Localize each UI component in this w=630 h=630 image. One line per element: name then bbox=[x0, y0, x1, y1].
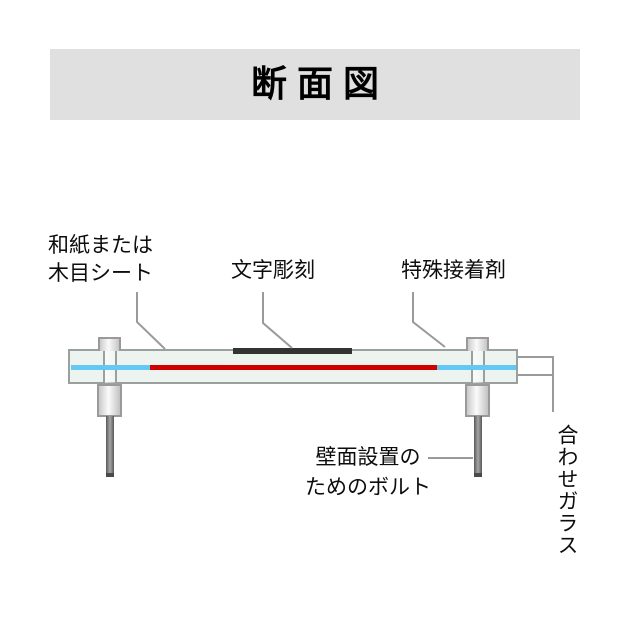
header-band: 断面図 bbox=[50, 49, 580, 120]
figure-title: 断面図 bbox=[250, 63, 389, 105]
leader-line-adhesive bbox=[412, 292, 446, 348]
bolt-left-head bbox=[98, 337, 121, 351]
bolt-right-rod bbox=[474, 416, 482, 477]
bolt-left-cylinder bbox=[97, 384, 122, 417]
label-adhesive: 特殊接着剤 bbox=[401, 258, 506, 282]
label-wall-bolt-line2: ためのボルト bbox=[305, 475, 431, 499]
label-wall-bolt: 壁面設置の ためのボルト bbox=[290, 442, 446, 502]
bolt-left-rod bbox=[106, 416, 114, 477]
label-wall-bolt-line1: 壁面設置の bbox=[315, 445, 421, 469]
label-engraving: 文字彫刻 bbox=[231, 258, 315, 282]
leader-line-engraving bbox=[262, 292, 293, 349]
label-sheet-line2: 木目シート bbox=[48, 261, 153, 285]
bracket-laminated-glass bbox=[518, 356, 554, 412]
bolt-right-cylinder bbox=[465, 384, 490, 417]
leader-line-sheet bbox=[136, 292, 166, 350]
engraving-black-bar bbox=[233, 348, 352, 354]
label-laminated-glass: 合わせガラス bbox=[555, 424, 579, 556]
label-sheet-line1: 和紙または bbox=[48, 233, 153, 257]
bolt-right-head bbox=[466, 337, 489, 351]
label-sheet: 和紙または 木目シート bbox=[48, 231, 153, 287]
adhesive-red-line bbox=[150, 365, 437, 370]
